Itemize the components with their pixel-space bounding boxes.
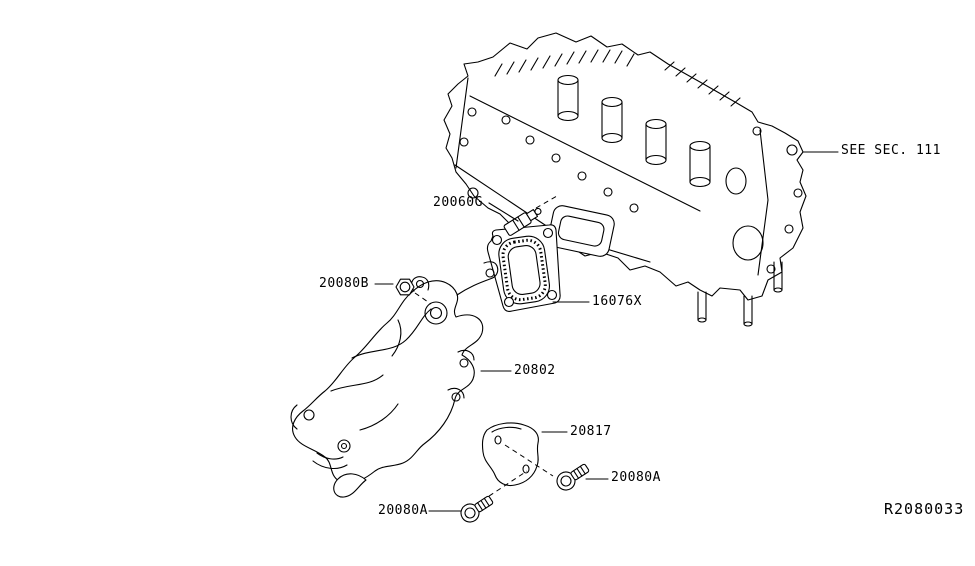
callout-see-sec-111: SEE SEC. 111 <box>841 143 941 158</box>
hatch-right-edge <box>664 61 741 107</box>
exhaust-manifold-drawing <box>290 261 499 498</box>
head-left-face <box>455 77 479 199</box>
callout-20802: 20802 <box>514 363 556 378</box>
leader-lines <box>374 151 839 512</box>
callout-20060G: 20060G <box>433 195 483 210</box>
head-right-face <box>725 126 803 276</box>
bolt-right-drawing <box>556 463 590 491</box>
head-studs <box>697 261 783 327</box>
nut-drawing <box>395 278 432 305</box>
bracket-drawing <box>473 422 554 507</box>
deck-bolt-bosses <box>501 115 639 213</box>
callout-16076X: 16076X <box>592 294 642 309</box>
gasket-drawing <box>486 224 561 312</box>
hatch-top-edge <box>494 49 635 77</box>
head-exhaust-flange <box>547 205 615 257</box>
callout-20080A-bottom: 20080A <box>378 503 428 518</box>
cam-towers <box>557 74 711 188</box>
callout-20817: 20817 <box>570 424 612 439</box>
drawing-reference-number: R2080033 <box>884 500 965 518</box>
bolt-bottom-drawing <box>460 495 494 523</box>
oxygen-sensor-drawing <box>503 195 558 236</box>
callout-20080B: 20080B <box>319 276 369 291</box>
callout-20080A-right: 20080A <box>611 470 661 485</box>
